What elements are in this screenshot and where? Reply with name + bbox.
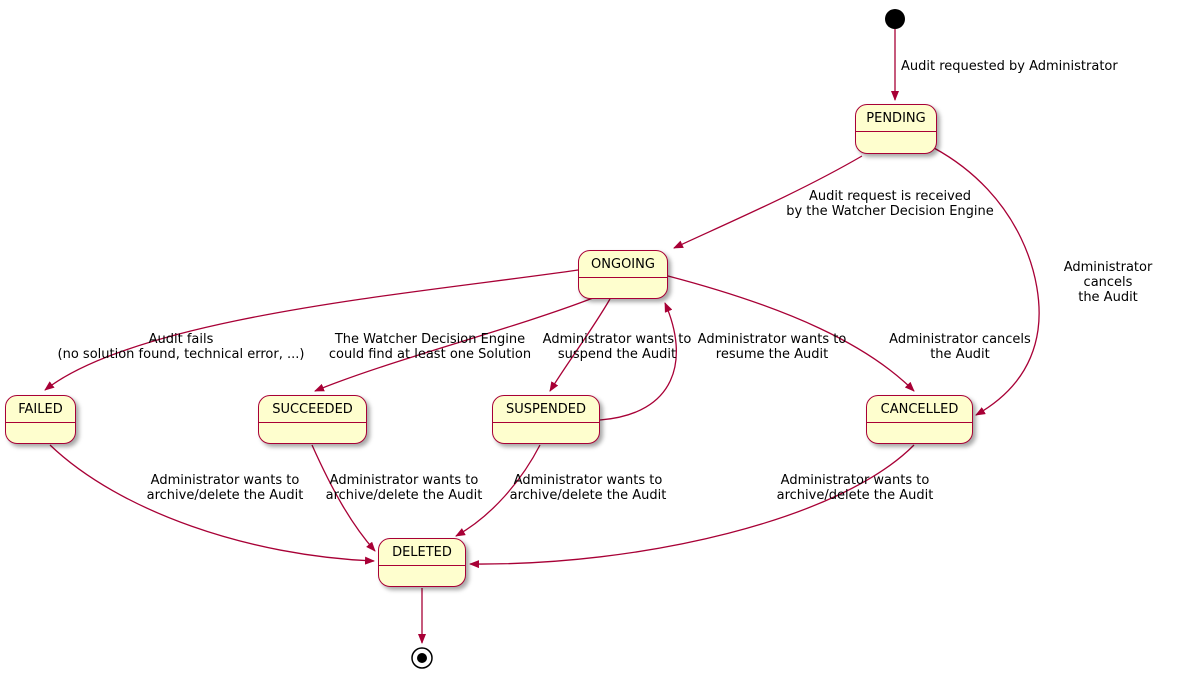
state-suspended: SUSPENDED xyxy=(492,395,600,444)
edge-ongoing-to-cancelled xyxy=(667,275,915,392)
edge-label-cancelled-to-deleted: Administrator wants to archive/delete th… xyxy=(776,473,934,503)
edge-cancelled-to-deleted xyxy=(469,444,915,569)
edge-ongoing-to-failed xyxy=(44,269,579,391)
edge-label-ongoing-to-suspended: Administrator wants to suspend the Audit xyxy=(542,332,692,362)
edge-label-suspended-to-deleted: Administrator wants to archive/delete th… xyxy=(509,473,667,503)
edge-label-succeeded-to-deleted: Administrator wants to archive/delete th… xyxy=(325,473,483,503)
edge-label-start-to-pending: Audit requested by Administrator xyxy=(901,59,1118,74)
edge-suspended-to-ongoing xyxy=(599,302,677,421)
edge-failed-to-deleted xyxy=(49,444,375,565)
edge-suspended-to-deleted xyxy=(455,444,541,537)
state-pending: PENDING xyxy=(855,104,937,154)
edge-pending-to-cancelled xyxy=(933,147,1040,416)
edge-label-pending-to-cancelled: Administrator cancels the Audit xyxy=(1063,260,1153,305)
state-succeeded-label: SUCCEEDED xyxy=(259,396,366,423)
state-cancelled: CANCELLED xyxy=(866,395,973,444)
state-pending-label: PENDING xyxy=(856,105,936,132)
state-deleted: DELETED xyxy=(378,538,466,587)
edge-ongoing-to-succeeded xyxy=(314,297,594,392)
state-failed: FAILED xyxy=(5,395,76,444)
state-ongoing: ONGOING xyxy=(578,250,668,299)
state-succeeded: SUCCEEDED xyxy=(258,395,367,444)
state-ongoing-label: ONGOING xyxy=(579,251,667,278)
final-state-inner xyxy=(417,653,427,663)
edge-label-suspended-to-ongoing: Administrator wants to resume the Audit xyxy=(697,332,847,362)
edge-pending-to-ongoing xyxy=(673,155,863,249)
edge-ongoing-to-suspended xyxy=(549,298,611,392)
state-suspended-label: SUSPENDED xyxy=(493,396,599,423)
edge-label-ongoing-to-failed: Audit fails (no solution found, technica… xyxy=(57,332,305,362)
initial-state xyxy=(885,9,905,29)
edge-label-ongoing-to-succeeded: The Watcher Decision Engine could find a… xyxy=(328,332,532,362)
state-cancelled-label: CANCELLED xyxy=(867,396,972,423)
state-failed-label: FAILED xyxy=(6,396,75,423)
edge-label-ongoing-to-cancelled: Administrator cancels the Audit xyxy=(889,332,1031,362)
state-deleted-label: DELETED xyxy=(379,539,465,566)
edge-succeeded-to-deleted xyxy=(311,444,376,552)
edge-label-failed-to-deleted: Administrator wants to archive/delete th… xyxy=(146,473,304,503)
edge-label-pending-to-ongoing: Audit request is received by the Watcher… xyxy=(786,189,994,219)
